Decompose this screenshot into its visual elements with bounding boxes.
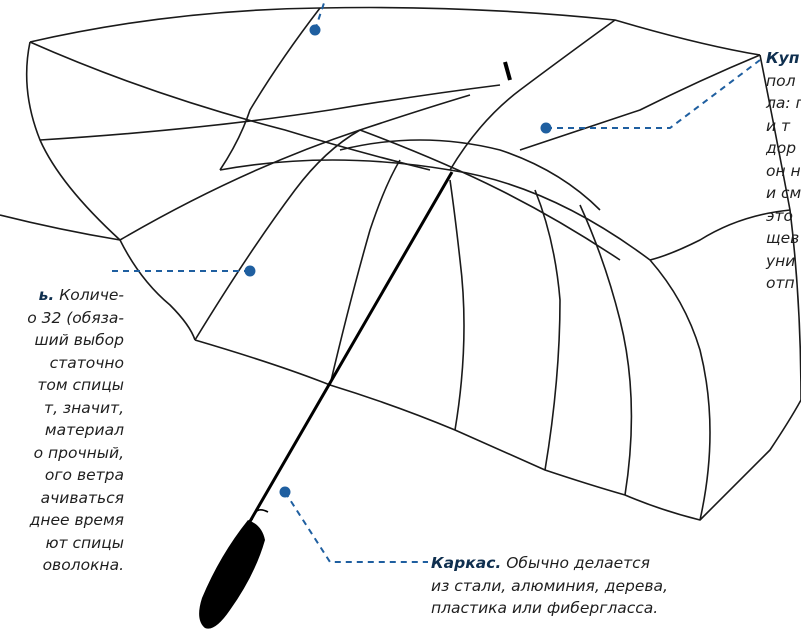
leader-right xyxy=(546,59,761,129)
callout-spokes-line: ют спицы xyxy=(45,533,124,552)
callout-frame-line: Каркас. Обычно делается xyxy=(431,552,668,575)
callout-frame: Каркас. Обычно делается из стали, алюмин… xyxy=(431,552,668,620)
callout-canopy-term: Куп xyxy=(766,49,800,67)
callout-spokes-line: материал xyxy=(44,421,124,439)
callout-frame-line: пластика или фибергласса. xyxy=(431,599,659,617)
callout-spokes-term: ь. xyxy=(38,286,55,304)
callout-canopy-line: дор xyxy=(766,139,797,157)
callout-canopy-line: отп xyxy=(766,274,795,292)
callout-spokes-line: днее время xyxy=(29,511,124,529)
callout-spokes-line: том спицы xyxy=(37,376,124,394)
callout-canopy: Куп пол ла: п и т дор он н и см это щев … xyxy=(766,47,801,295)
callout-text: Количе- xyxy=(59,286,124,304)
callout-spokes-line: ь. Количе- xyxy=(27,284,124,307)
umbrella-handle xyxy=(199,509,269,629)
umbrella-tip xyxy=(503,61,512,81)
callout-canopy-line: это xyxy=(766,206,794,225)
umbrella-canopy xyxy=(0,6,801,521)
callout-spokes-line: оволокна. xyxy=(42,556,124,574)
callout-spokes-line: о 32 (обяза- xyxy=(27,308,124,327)
callout-frame-line: из стали, алюминия, дерева, xyxy=(431,576,668,595)
callout-canopy-line: уни xyxy=(766,251,796,270)
callout-spokes-line: ого ветра xyxy=(44,466,124,484)
callout-spokes-line: ачиваться xyxy=(40,488,124,507)
callout-spokes-line: т, значит, xyxy=(44,398,124,417)
callout-text: Обычно делается xyxy=(506,554,650,572)
callout-canopy-line: щев xyxy=(766,229,800,247)
leader-lines xyxy=(110,0,761,563)
callout-canopy-line: и см xyxy=(766,184,801,202)
marker-bottom xyxy=(279,486,291,498)
callout-canopy-line: он н xyxy=(766,161,801,180)
leader-bottom xyxy=(284,491,428,563)
callout-spokes: ь. Количе- о 32 (обяза- ший выбор статоч… xyxy=(27,284,124,577)
callout-canopy-line: пол xyxy=(766,71,796,90)
callout-spokes-line: ший выбор xyxy=(34,331,124,349)
callout-canopy-line: ла: п xyxy=(766,94,801,112)
marker-top xyxy=(309,24,321,36)
callout-canopy-line: и т xyxy=(766,116,791,135)
callout-spokes-line: статочно xyxy=(49,353,124,372)
callout-canopy-line: Куп xyxy=(766,47,801,70)
callout-frame-term: Каркас. xyxy=(431,554,502,572)
marker-right xyxy=(540,122,552,134)
umbrella-shaft xyxy=(243,171,454,531)
callout-spokes-line: о прочный, xyxy=(33,443,124,462)
marker-left xyxy=(244,265,256,277)
